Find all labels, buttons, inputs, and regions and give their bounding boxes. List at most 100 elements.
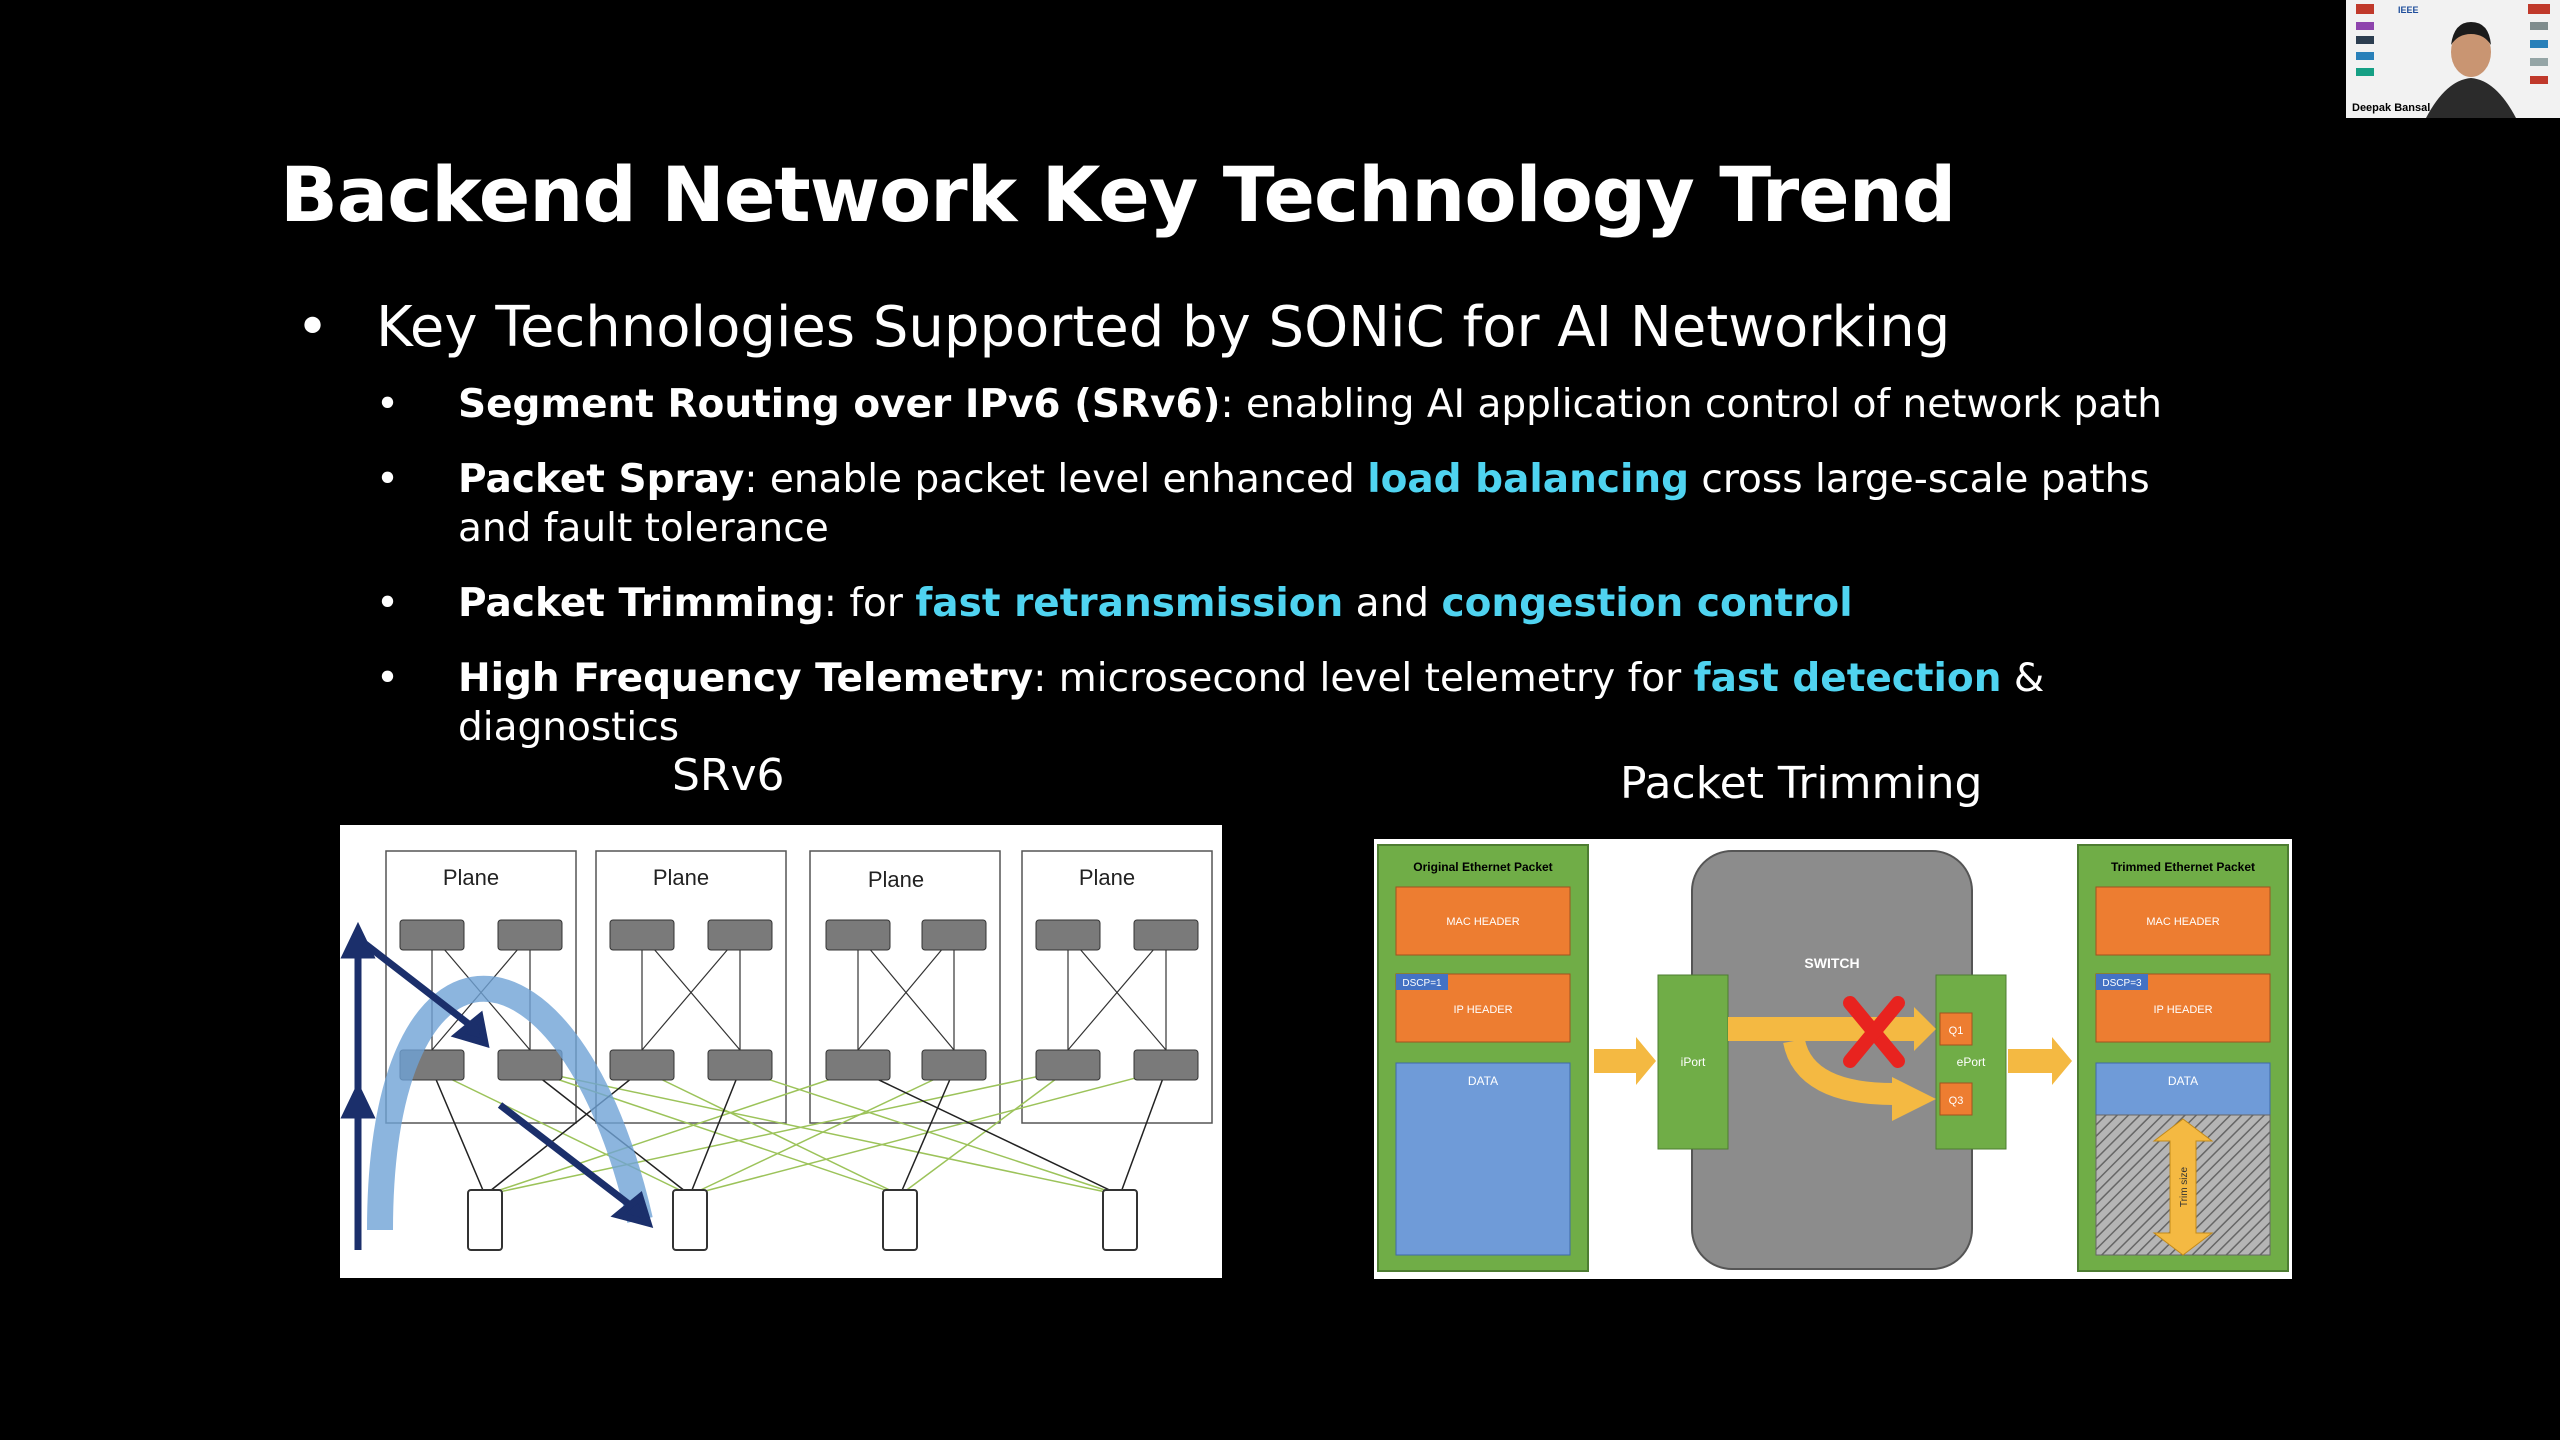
speaker-video-svg: IEEE bbox=[2346, 0, 2560, 118]
mac-header-block bbox=[2095, 886, 2271, 956]
q1-label: Q1 bbox=[1949, 1025, 1964, 1037]
data-block bbox=[1395, 1062, 1571, 1256]
sub-bullet-list: • Segment Routing over IPv6 (SRv6): enab… bbox=[376, 380, 2176, 778]
switch-body bbox=[1691, 850, 1973, 1270]
switch-icon bbox=[609, 1049, 675, 1081]
flow-arrow-q3 bbox=[1783, 1038, 1895, 1105]
srv6-caption: SRv6 bbox=[672, 750, 785, 801]
nic-icons bbox=[467, 1189, 1138, 1251]
dscp-tag bbox=[2096, 974, 2148, 990]
drop-icon bbox=[1843, 996, 1905, 1068]
original-packet-title: Original Ethernet Packet bbox=[1413, 860, 1552, 874]
iport-label: iPort bbox=[1681, 1055, 1706, 1069]
main-bullet-dot: • bbox=[296, 295, 330, 360]
sub-bullet-term: Segment Routing over IPv6 (SRv6) bbox=[458, 382, 1221, 427]
switch-icon bbox=[1133, 1049, 1199, 1081]
switch-label: SWITCH bbox=[1804, 955, 1859, 971]
switch-icon bbox=[399, 919, 465, 951]
sub-bullet-term: Packet Trimming bbox=[458, 581, 824, 626]
highlight-text: congestion control bbox=[1441, 581, 1853, 626]
sub-bullet-desc: : microsecond level telemetry for bbox=[1033, 656, 1694, 701]
switch-icon bbox=[707, 1049, 773, 1081]
arrow-out bbox=[2008, 1037, 2072, 1085]
plane-label: Plane bbox=[1079, 865, 1135, 890]
nic-icon bbox=[1102, 1189, 1138, 1251]
switch-icon bbox=[825, 1049, 891, 1081]
srv6-diagram: Plane Plane Plane Plane bbox=[340, 825, 1222, 1278]
sub-bullet-dot: • bbox=[376, 581, 400, 626]
plane-label: Plane bbox=[868, 867, 924, 892]
plane-box bbox=[809, 850, 1001, 1124]
ip-header-label: IP HEADER bbox=[1453, 1004, 1512, 1016]
switch-icon bbox=[497, 919, 563, 951]
plane-box bbox=[595, 850, 787, 1124]
nic-icon bbox=[672, 1189, 708, 1251]
sub-bullet-dot: • bbox=[376, 656, 400, 701]
sub-bullet-packet-trimming: • Packet Trimming: for fast retransmissi… bbox=[376, 579, 2176, 628]
path-arc bbox=[367, 976, 653, 1231]
eport-block bbox=[1935, 974, 2007, 1150]
switch-icon bbox=[921, 1049, 987, 1081]
q1-block bbox=[1939, 1012, 1973, 1046]
srv6-diagram-svg: Plane Plane Plane Plane bbox=[340, 850, 1213, 1251]
plane-box bbox=[385, 850, 577, 1124]
sub-bullet-term: High Frequency Telemetry bbox=[458, 656, 1034, 701]
data-block bbox=[2095, 1062, 2271, 1116]
packet-trimming-svg: Original Ethernet Packet MAC HEADER DSCP… bbox=[1377, 844, 2289, 1272]
switch-icon bbox=[609, 919, 675, 951]
flow-arrow-q3-head bbox=[1892, 1077, 1936, 1121]
switch-icons bbox=[399, 919, 1199, 1081]
trim-size-label: Trim size bbox=[2179, 1166, 2190, 1207]
q3-label: Q3 bbox=[1949, 1095, 1964, 1107]
eport-label: ePort bbox=[1957, 1055, 1986, 1069]
sub-bullet-packet-spray: • Packet Spray: enable packet level enha… bbox=[376, 455, 2176, 553]
switch-icon bbox=[1035, 1049, 1101, 1081]
switch-icon bbox=[825, 919, 891, 951]
plane-label: Plane bbox=[443, 865, 499, 890]
data-label: DATA bbox=[1468, 1074, 1498, 1088]
sub-bullet-desc: : for bbox=[823, 581, 916, 626]
packet-trimming-diagram: Original Ethernet Packet MAC HEADER DSCP… bbox=[1374, 839, 2292, 1279]
sub-bullet-srv6: • Segment Routing over IPv6 (SRv6): enab… bbox=[376, 380, 2176, 429]
iport-block bbox=[1657, 974, 1729, 1150]
trim-size-arrow bbox=[2152, 1118, 2214, 1256]
nic-links-green bbox=[431, 1069, 1167, 1196]
sub-bullet-dot: • bbox=[376, 382, 400, 427]
sub-bullet-desc: : enabling AI application control of net… bbox=[1220, 382, 2162, 427]
highlight-text: load balancing bbox=[1367, 457, 1690, 502]
main-bullet-text: Key Technologies Supported by SONiC for … bbox=[376, 295, 1951, 360]
sub-bullet-desc: cross large-scale paths and fault tolera… bbox=[458, 457, 2150, 551]
mac-header-label: MAC HEADER bbox=[2146, 916, 2219, 928]
switch-icon bbox=[497, 1049, 563, 1081]
switch-icon bbox=[707, 919, 773, 951]
speaker-video-tile[interactable]: IEEE Deepak Bansal bbox=[2346, 0, 2560, 118]
speaker-name: Deepak Bansal bbox=[2352, 102, 2431, 114]
sponsor-label: IEEE bbox=[2398, 5, 2419, 15]
switch-icon bbox=[1133, 919, 1199, 951]
dscp-label: DSCP=1 bbox=[1402, 978, 1442, 989]
mac-header-label: MAC HEADER bbox=[1446, 916, 1519, 928]
data-label: DATA bbox=[2168, 1074, 2198, 1088]
switch-icon bbox=[921, 919, 987, 951]
plane-box bbox=[1021, 850, 1213, 1124]
slide-title: Backend Network Key Technology Trend bbox=[280, 150, 1956, 239]
nic-icon bbox=[882, 1189, 918, 1251]
sponsor-logos bbox=[2356, 4, 2550, 84]
dscp-tag bbox=[1396, 974, 1448, 990]
highlight-text: fast detection bbox=[1693, 656, 2002, 701]
packet-trimming-caption: Packet Trimming bbox=[1620, 758, 1983, 809]
sub-bullet-desc: and bbox=[1343, 581, 1442, 626]
dscp-label: DSCP=3 bbox=[2102, 978, 2142, 989]
sub-bullet-term: Packet Spray bbox=[458, 457, 745, 502]
sub-bullet-telemetry: • High Frequency Telemetry: microsecond … bbox=[376, 654, 2176, 752]
q3-block bbox=[1939, 1082, 1973, 1116]
highlight-text: fast retransmission bbox=[915, 581, 1344, 626]
sub-bullet-desc: & diagnostics bbox=[458, 656, 2045, 750]
path-arrows bbox=[340, 921, 654, 1250]
ip-header-label: IP HEADER bbox=[2153, 1004, 2212, 1016]
arrow-in bbox=[1594, 1037, 1656, 1085]
speaker-avatar bbox=[2426, 22, 2516, 118]
switch-icon bbox=[1035, 919, 1101, 951]
sub-bullet-desc: : enable packet level enhanced bbox=[744, 457, 1368, 502]
nic-icon bbox=[467, 1189, 503, 1251]
